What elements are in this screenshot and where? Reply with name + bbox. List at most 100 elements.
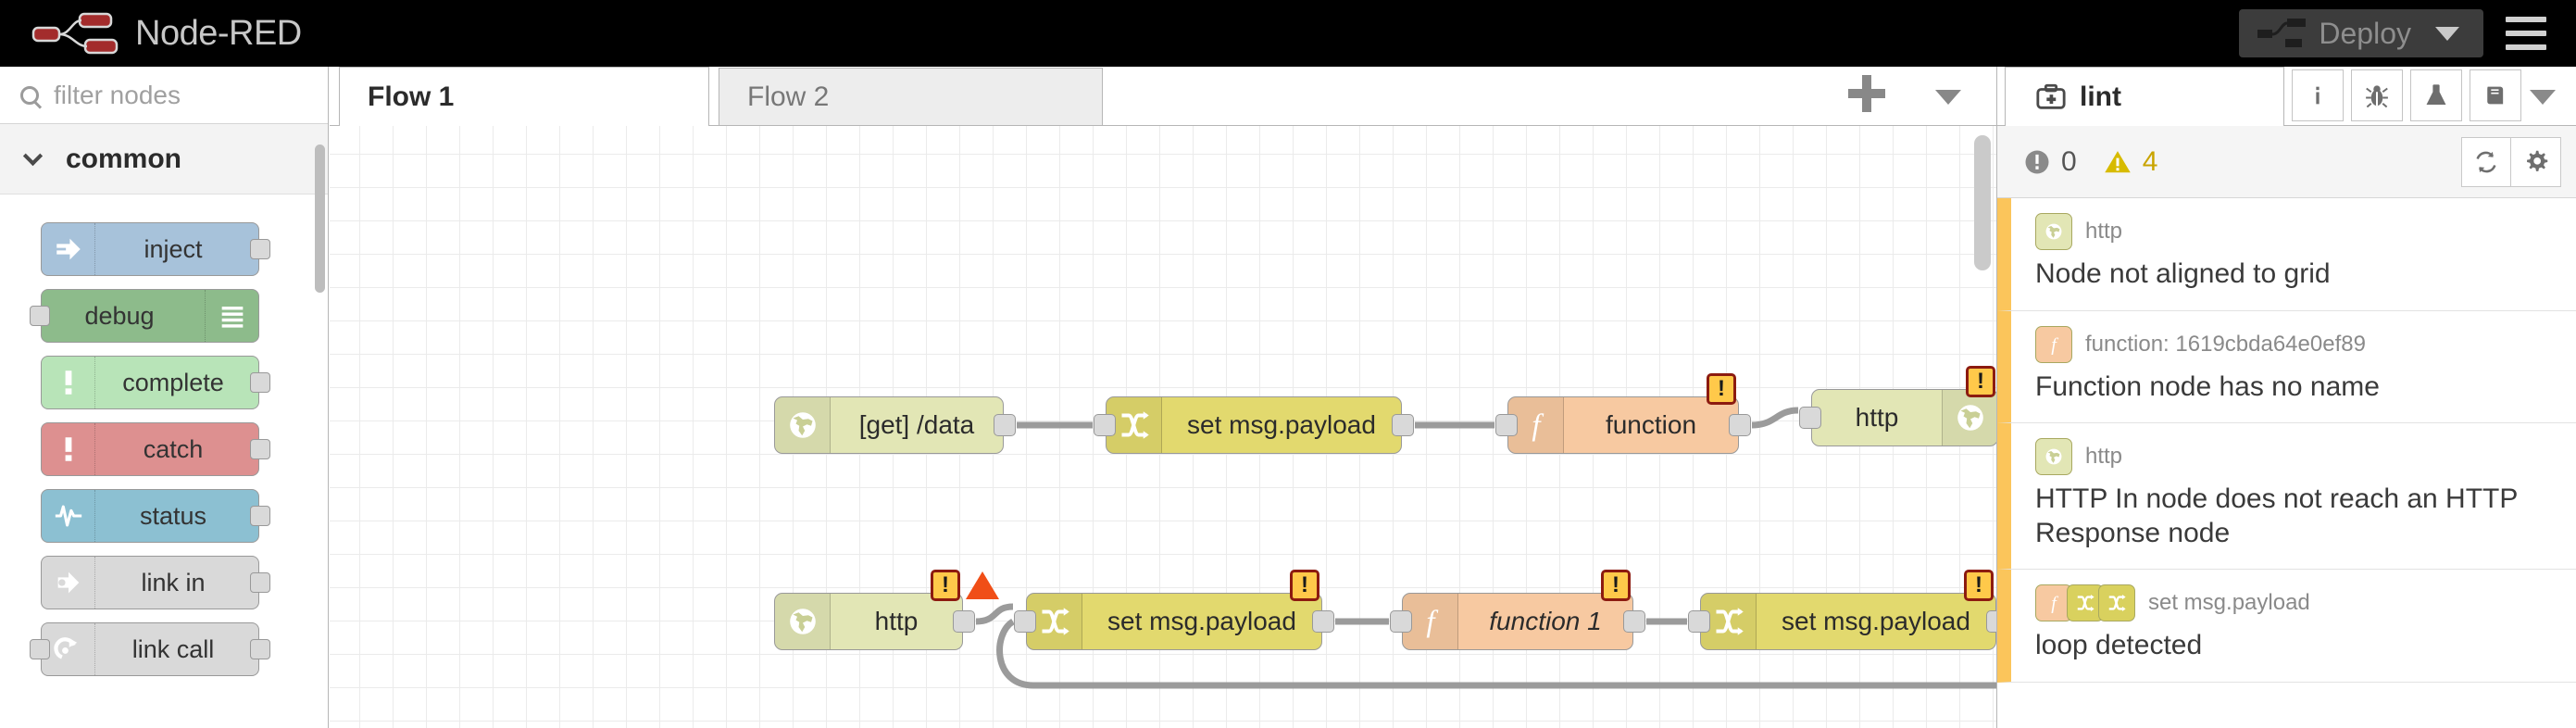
tab-flow-1[interactable]: Flow 1: [339, 67, 709, 126]
warning-count-value: 4: [2142, 145, 2158, 177]
function-icon: f: [2051, 334, 2058, 355]
link-in-icon: [42, 557, 95, 609]
caret-down-icon[interactable]: [2435, 26, 2459, 41]
palette-node-complete[interactable]: complete: [41, 356, 270, 409]
flow-node-label: http: [874, 607, 919, 635]
flow-node-n8[interactable]: set msg.payload!: [1688, 570, 1996, 650]
node-input-port[interactable]: [1688, 610, 1710, 633]
node-output-port[interactable]: [250, 372, 270, 393]
caret-down-icon[interactable]: [2530, 90, 2556, 105]
brand: Node-RED: [31, 12, 302, 55]
node-output-port[interactable]: [250, 572, 270, 593]
flow-node-n5[interactable]: http!: [774, 570, 999, 650]
node-output-port[interactable]: [1623, 610, 1645, 633]
node-output-port[interactable]: [1312, 610, 1334, 633]
node-output-port[interactable]: [994, 414, 1016, 436]
palette-category-common[interactable]: common: [0, 124, 328, 195]
node-changed-badge: !: [1601, 570, 1631, 601]
node-palette: filter nodes common inject debug complete c…: [0, 67, 329, 728]
node-input-port[interactable]: [1495, 414, 1518, 436]
palette-node-inject[interactable]: inject: [41, 222, 270, 276]
node-output-port[interactable]: [250, 506, 270, 526]
plus-icon[interactable]: [1848, 75, 1885, 112]
node-input-port[interactable]: [1390, 610, 1412, 633]
node-output-port[interactable]: [250, 439, 270, 459]
flow-node-n2[interactable]: set msg.payload: [1094, 396, 1414, 454]
flow-node-label: set msg.payload: [1187, 410, 1376, 439]
medkit-icon: [2036, 83, 2066, 109]
caret-down-icon[interactable]: [1935, 90, 1961, 105]
lint-item-message: HTTP In node does not reach an HTTP Resp…: [2035, 483, 2518, 548]
palette-node-label: catch: [143, 434, 204, 463]
sidebar-button-debug[interactable]: [2351, 69, 2403, 121]
sidebar-tab-lint[interactable]: lint: [2005, 67, 2284, 126]
palette-node-debug[interactable]: debug: [30, 289, 259, 343]
gear-icon: [2526, 150, 2547, 171]
sidebar-button-info[interactable]: [2292, 69, 2344, 121]
deploy-button[interactable]: Deploy: [2239, 9, 2483, 57]
palette-search[interactable]: filter nodes: [0, 67, 328, 124]
flow-node-n4[interactable]: http!: [1799, 366, 1996, 446]
function-icon: f: [1403, 594, 1458, 649]
palette-node-label: complete: [122, 368, 224, 396]
link-call-icon: [53, 637, 77, 659]
pulse-wave-icon: [42, 490, 95, 542]
node-input-port[interactable]: [1014, 610, 1036, 633]
inject-arrow-icon: [42, 223, 95, 275]
exclamation-icon: [42, 423, 95, 475]
lint-item-source: http: [2085, 219, 2123, 244]
exclamation-icon: [65, 437, 71, 461]
palette-node-status[interactable]: status: [41, 489, 270, 543]
node-changed-badge: !: [1966, 366, 1995, 397]
palette-scrollbar[interactable]: [315, 144, 325, 293]
inject-arrow-icon: [56, 238, 81, 260]
node-output-port[interactable]: [1729, 414, 1751, 436]
tab-flow-2[interactable]: Flow 2: [719, 68, 1103, 125]
error-count-value: 0: [2061, 145, 2077, 177]
node-input-port[interactable]: [1094, 414, 1116, 436]
node-input-port[interactable]: [30, 639, 50, 659]
hamburger-menu-icon[interactable]: [2491, 0, 2561, 67]
function-icon: f: [2051, 594, 2058, 614]
node-input-port[interactable]: [30, 306, 50, 326]
node-input-port[interactable]: [1799, 407, 1821, 429]
refresh-button[interactable]: [2461, 136, 2511, 187]
node-output-port[interactable]: [1392, 414, 1414, 436]
lint-summary: 0 4: [1997, 126, 2576, 198]
pulse-wave-icon: [55, 505, 81, 527]
lint-node-chips: [2035, 438, 2072, 476]
sidebar-button-context[interactable]: [2410, 69, 2462, 121]
flow-node-label: set msg.payload: [1782, 607, 1970, 635]
node-output-port[interactable]: [250, 239, 270, 259]
flow-node-n1[interactable]: [get] /data: [774, 396, 1016, 454]
flow-node-n6[interactable]: set msg.payload!: [1014, 570, 1334, 650]
node-red-logo: [31, 12, 119, 55]
exclamation-icon: [65, 370, 71, 395]
palette-node-catch[interactable]: catch: [41, 422, 270, 476]
node-output-port[interactable]: [953, 610, 975, 633]
change-icon: [1042, 608, 1069, 635]
canvas-vertical-scrollbar[interactable]: [1974, 135, 1991, 270]
sidebar-button-help[interactable]: [2470, 69, 2521, 121]
node-output-port[interactable]: [1986, 610, 1996, 633]
node-output-port[interactable]: [250, 639, 270, 659]
change-icon: [1121, 411, 1149, 439]
palette-node-link-call[interactable]: link call: [30, 622, 270, 676]
sidebar: lint: [1996, 67, 2576, 728]
palette-node-label: inject: [144, 234, 203, 263]
globe-icon: [775, 594, 831, 649]
settings-button[interactable]: [2511, 136, 2561, 187]
palette-node-link-in[interactable]: link in: [41, 556, 270, 609]
sidebar-tab-bar: lint: [1997, 67, 2576, 126]
lint-item-header: http: [2035, 213, 2554, 250]
